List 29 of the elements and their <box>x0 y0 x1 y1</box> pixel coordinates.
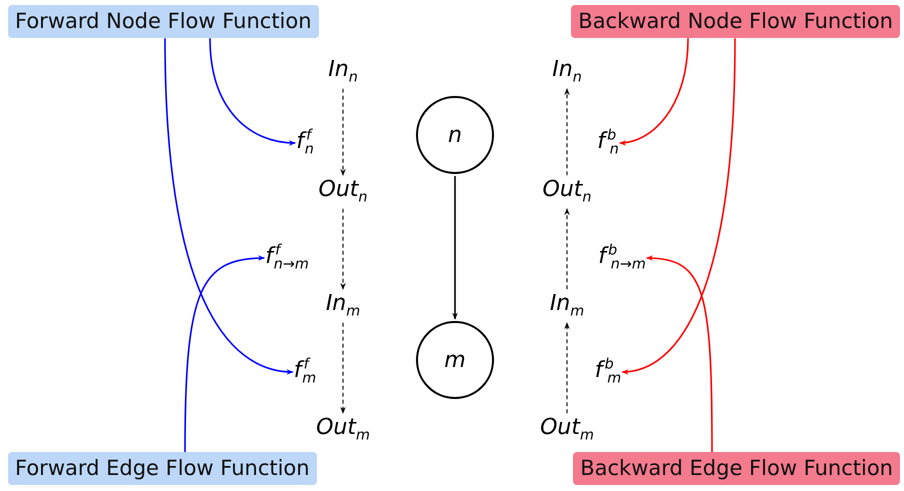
math-label: Out$_{m}$ <box>540 415 594 445</box>
arrow <box>209 38 296 146</box>
function-banner: Forward Node Flow Function <box>8 5 319 38</box>
arrow <box>622 38 736 374</box>
arrow <box>646 256 713 452</box>
arrow <box>452 176 458 320</box>
math-label: In$_{n}$ <box>328 57 358 87</box>
arrow <box>184 256 265 452</box>
dashed-arrow <box>340 322 346 414</box>
dashed-arrow <box>564 208 570 290</box>
node-circle <box>416 321 494 399</box>
math-label: Out$_{n}$ <box>318 177 368 207</box>
math-label: Out$_{n}$ <box>542 177 592 207</box>
arrow <box>164 38 294 374</box>
arrow <box>619 38 689 146</box>
dashed-arrow <box>340 208 346 290</box>
math-label: In$_{m}$ <box>550 291 584 321</box>
function-banner: Forward Edge Flow Function <box>8 452 317 486</box>
node-label: n <box>448 122 462 148</box>
dashed-arrow <box>340 88 346 176</box>
function-banner: Backward Node Flow Function <box>571 5 900 38</box>
math-label: In$_{m}$ <box>326 291 360 321</box>
math-label: In$_{n}$ <box>552 57 582 87</box>
dashed-arrow <box>564 322 570 414</box>
function-banner: Backward Edge Flow Function <box>573 452 900 486</box>
node-circle <box>416 96 494 174</box>
math-label: Out$_{m}$ <box>316 415 370 445</box>
node-label: m <box>444 348 466 372</box>
dashed-arrow <box>564 88 570 176</box>
